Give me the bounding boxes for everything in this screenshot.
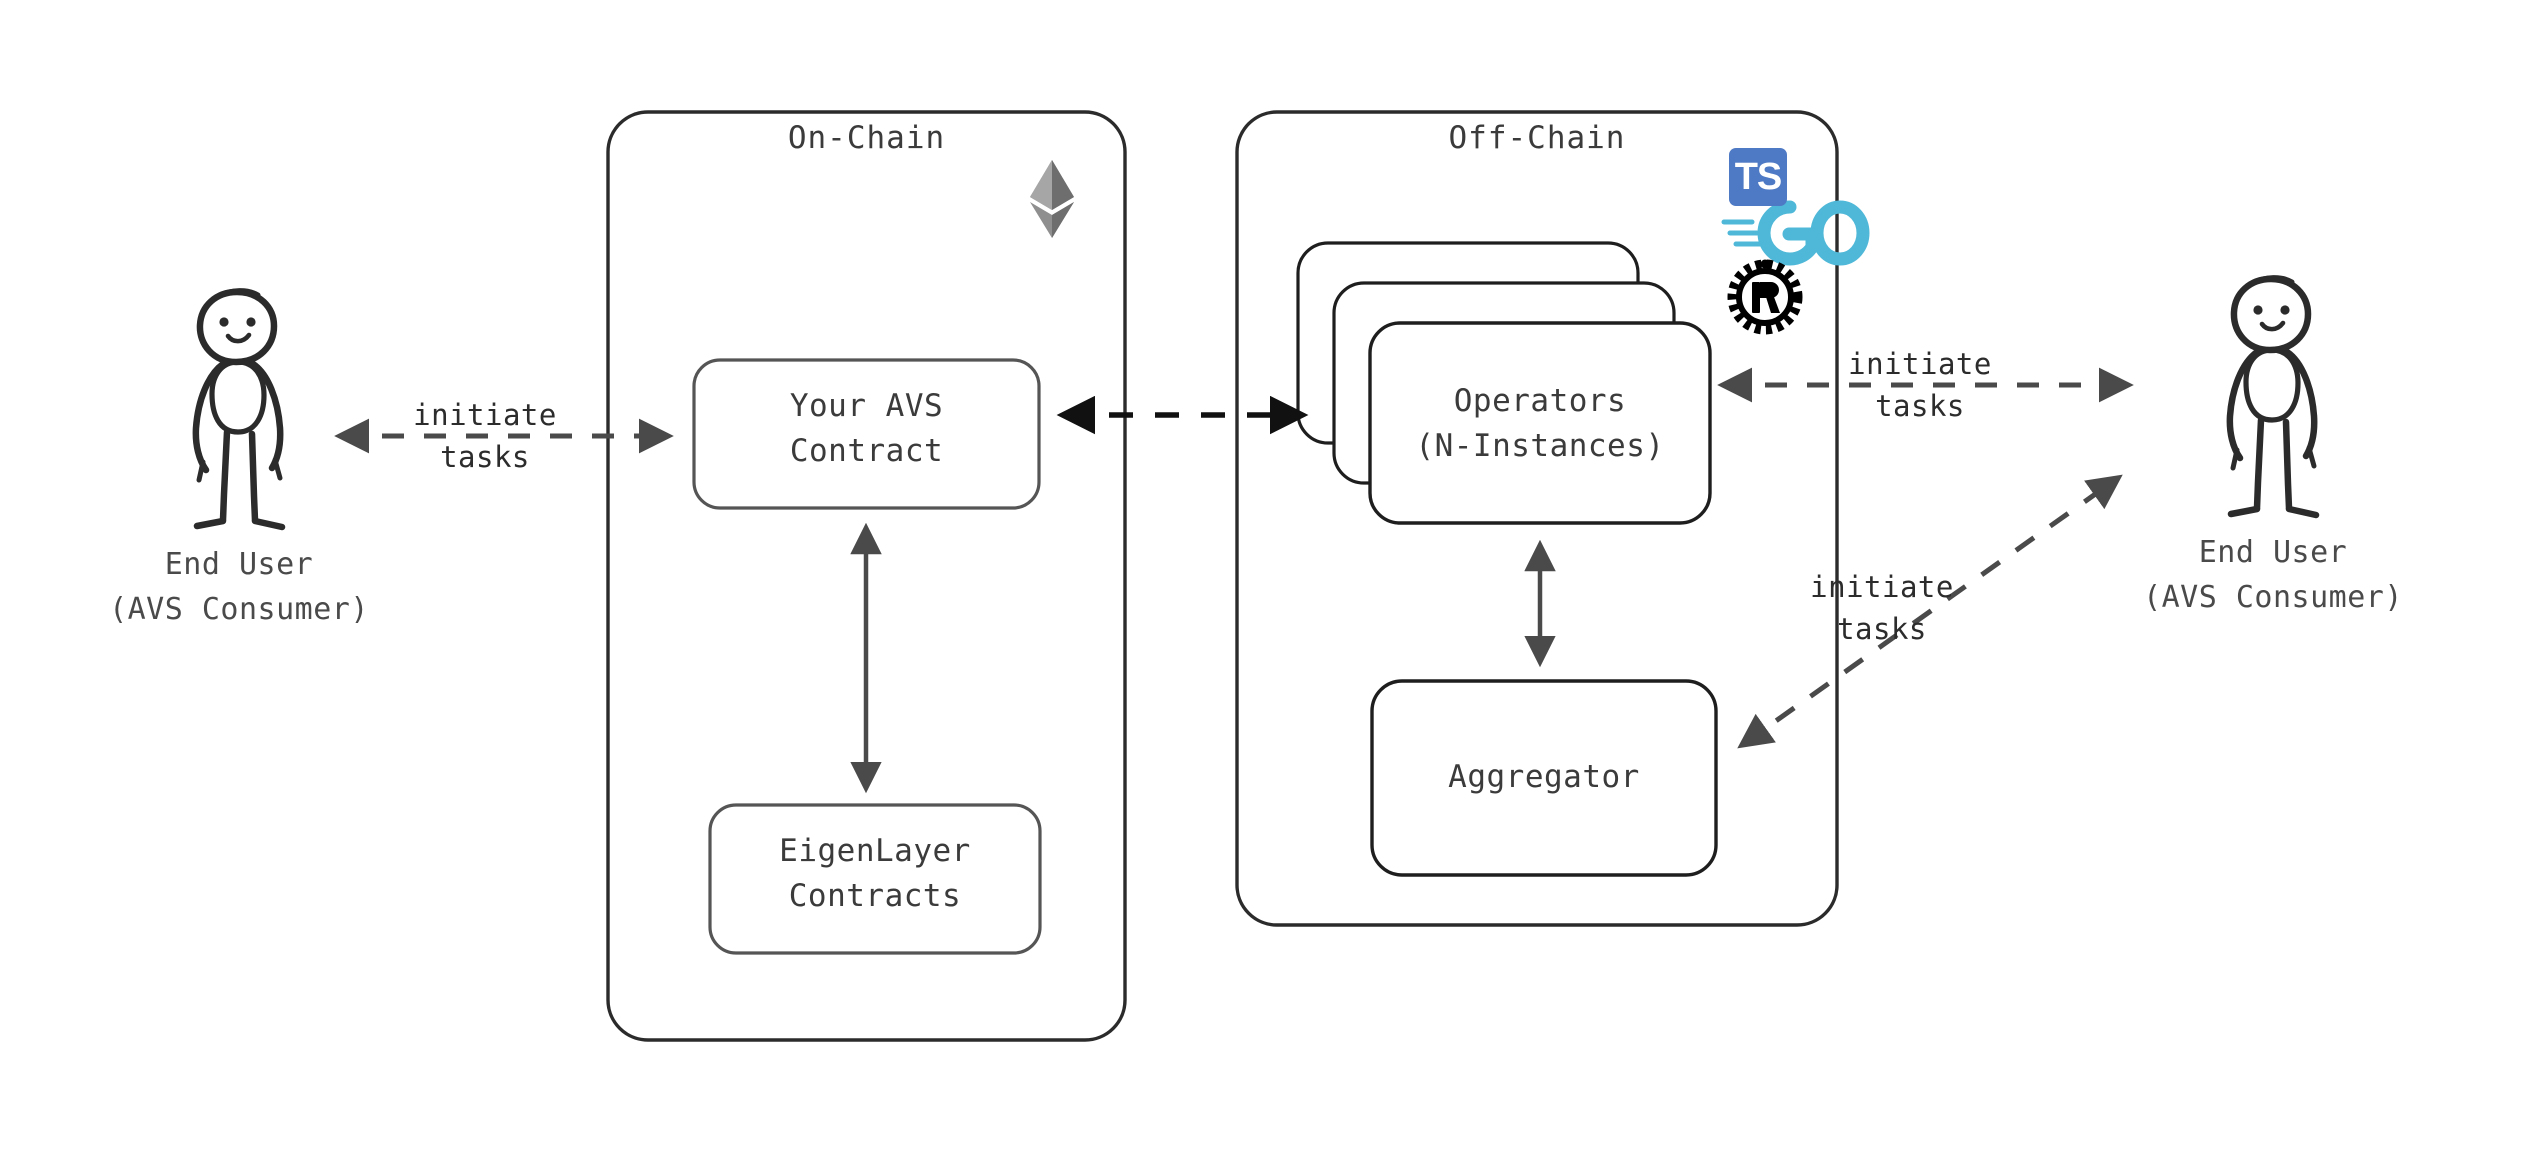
- avatar-left-end-user: [192, 288, 286, 531]
- typescript-logo: TS: [1729, 148, 1787, 206]
- panel-on-chain: [606, 110, 1127, 1042]
- rust-logo: [1727, 259, 1803, 335]
- box-operators[interactable]: [1368, 321, 1712, 525]
- ethereum-logo: [1030, 160, 1074, 238]
- avatar-right-end-user: [2226, 275, 2320, 519]
- box-your-avs-contract[interactable]: [692, 358, 1041, 510]
- golang-logo: [1721, 200, 1870, 266]
- box-eigenlayer-contracts[interactable]: [708, 803, 1042, 955]
- box-aggregator[interactable]: [1370, 679, 1718, 877]
- edge-aggregator-to-right-user: [1737, 474, 2123, 749]
